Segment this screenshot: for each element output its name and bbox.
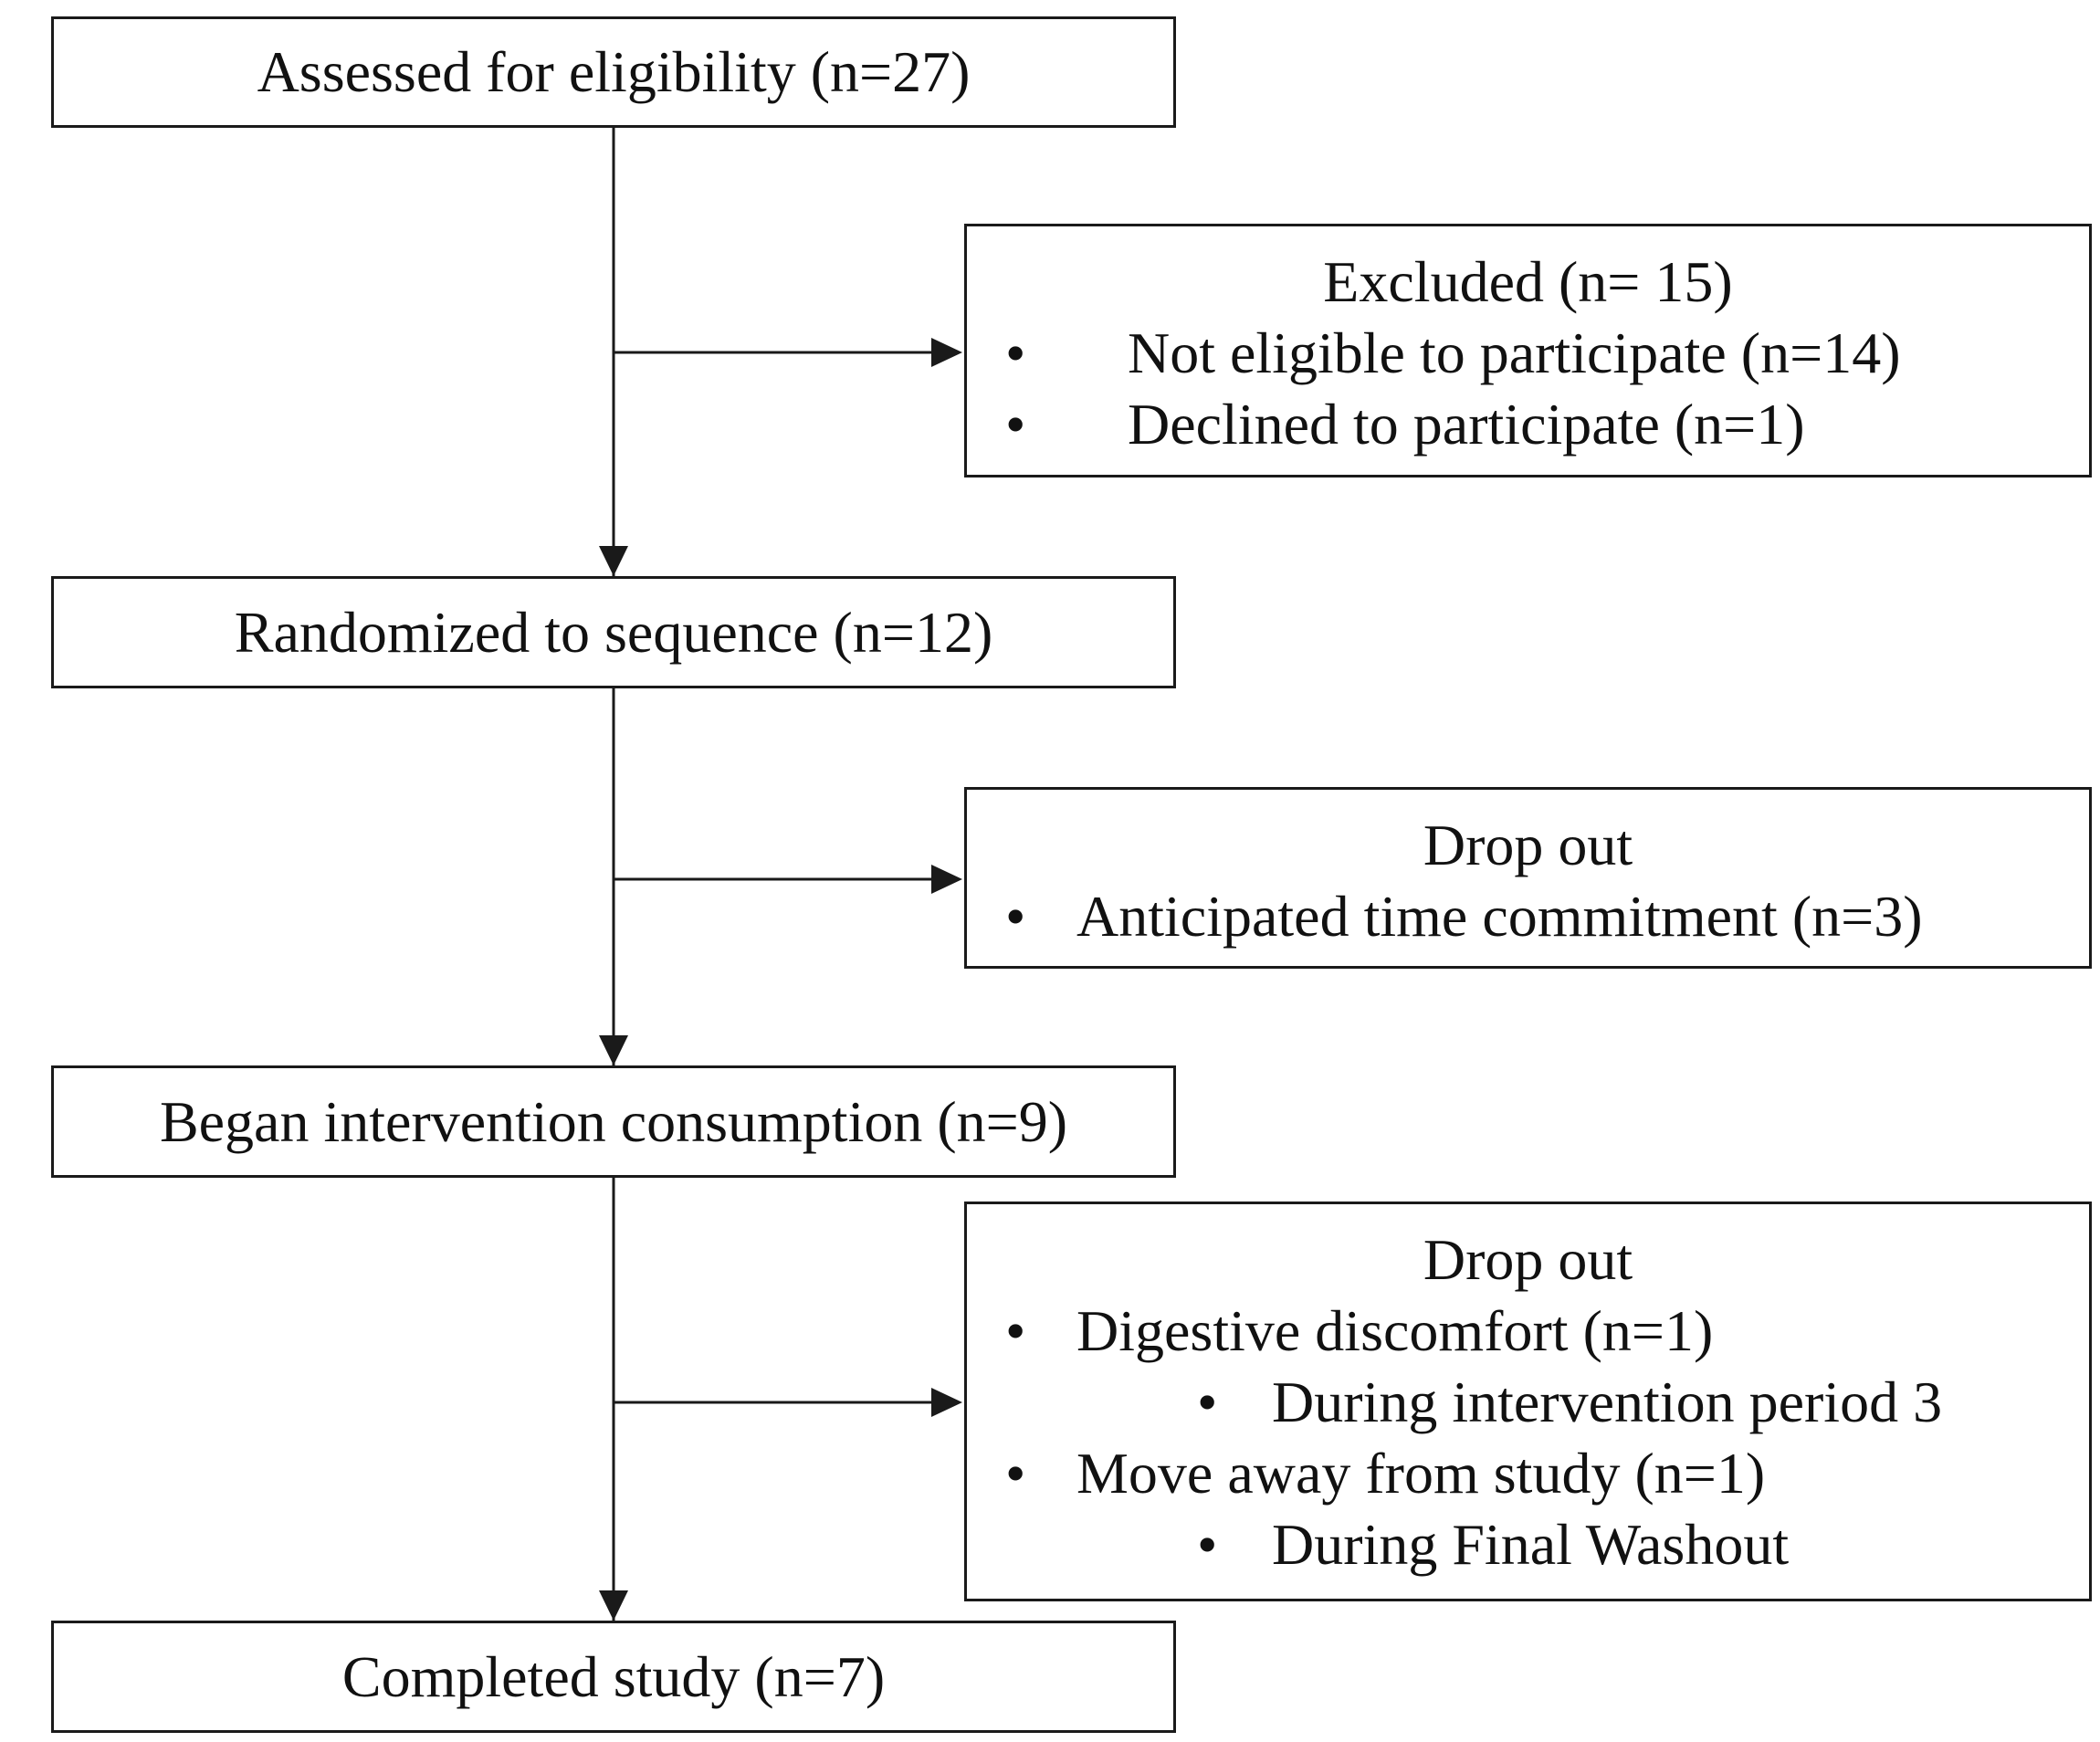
excluded-title: Excluded (n= 15) xyxy=(1323,249,1733,314)
arrowhead-right-3 xyxy=(931,1388,962,1417)
dropout-subitem-text: During intervention period 3 xyxy=(1272,1369,1943,1434)
dropout-subitem: • During Final Washout xyxy=(967,1509,2089,1580)
arrowhead-down-2 xyxy=(599,1035,628,1065)
bullet: • xyxy=(1197,1512,1218,1577)
bullet: • xyxy=(1005,392,1026,456)
step-assessed-box: Assessed for eligibility (n=27) xyxy=(51,16,1176,128)
arrowhead-down-1 xyxy=(599,546,628,576)
bullet: • xyxy=(1005,1298,1026,1363)
bullet: • xyxy=(1197,1369,1218,1434)
dropout-item-text: Digestive discomfort (n=1) xyxy=(1076,1298,1714,1363)
excluded-item-text: Declined to participate (n=1) xyxy=(1128,392,1805,456)
dropout-item: • Digestive discomfort (n=1) xyxy=(967,1296,2089,1367)
bullet: • xyxy=(1005,320,1026,385)
excluded-item: • Declined to participate (n=1) xyxy=(967,389,2089,460)
dropout-item: • Move away from study (n=1) xyxy=(967,1438,2089,1509)
excluded-box: Excluded (n= 15) • Not eligible to parti… xyxy=(964,224,2092,477)
step-completed-box: Completed study (n=7) xyxy=(51,1621,1176,1733)
excluded-item-text: Not eligible to participate (n=14) xyxy=(1128,320,1901,385)
arrowhead-right-1 xyxy=(931,338,962,367)
dropout-item: • Anticipated time commitment (n=3) xyxy=(967,881,2089,952)
step-assessed-label: Assessed for eligibility (n=27) xyxy=(257,39,971,104)
dropout-box-1: Drop out • Anticipated time commitment (… xyxy=(964,787,2092,969)
dropout-box-2: Drop out • Digestive discomfort (n=1) • … xyxy=(964,1202,2092,1601)
arrowhead-right-2 xyxy=(931,865,962,894)
dropout-title-2: Drop out xyxy=(1423,1227,1633,1292)
step-randomized-label: Randomized to sequence (n=12) xyxy=(234,599,993,665)
bullet: • xyxy=(1005,1441,1026,1506)
dropout-title-1: Drop out xyxy=(1423,813,1633,877)
bullet: • xyxy=(1005,884,1026,949)
step-began-intervention-label: Began intervention consumption (n=9) xyxy=(159,1088,1068,1154)
excluded-item: • Not eligible to participate (n=14) xyxy=(967,318,2089,389)
dropout-item-text: Anticipated time commitment (n=3) xyxy=(1076,884,1923,949)
arrowhead-down-3 xyxy=(599,1590,628,1621)
step-completed-label: Completed study (n=7) xyxy=(341,1643,886,1709)
dropout-subitem-text: During Final Washout xyxy=(1272,1512,1790,1577)
step-began-intervention-box: Began intervention consumption (n=9) xyxy=(51,1065,1176,1178)
step-randomized-box: Randomized to sequence (n=12) xyxy=(51,576,1176,688)
dropout-subitem: • During intervention period 3 xyxy=(967,1367,2089,1438)
dropout-item-text: Move away from study (n=1) xyxy=(1076,1441,1766,1506)
